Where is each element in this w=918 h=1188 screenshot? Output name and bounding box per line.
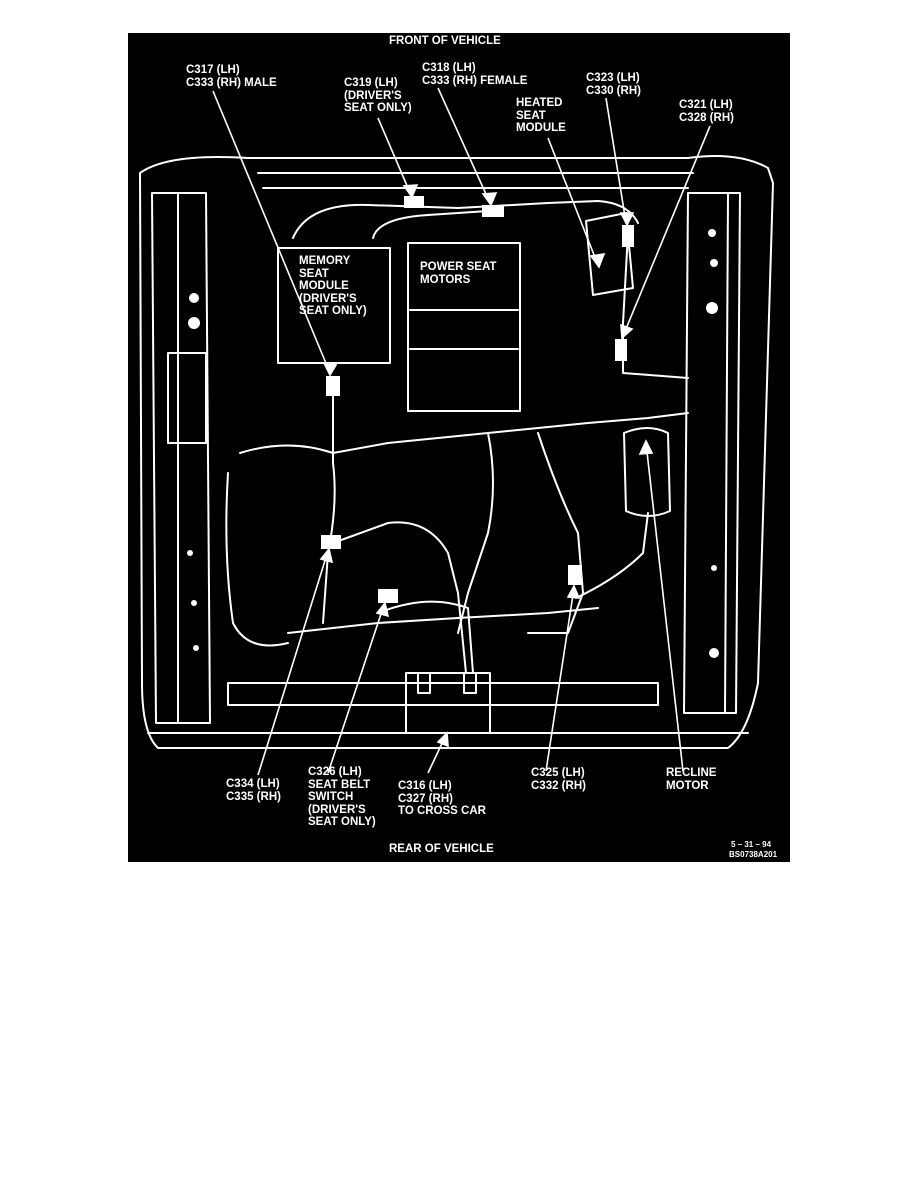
callout-c317: C317 (LH) C333 (RH) MALE (186, 64, 277, 89)
connector-c318 (482, 205, 504, 217)
seat-frame-outline (139, 154, 774, 749)
harness-right-drop (622, 232, 689, 379)
power-seat-motors-label: POWER SEAT MOTORS (420, 261, 497, 286)
seat-wiring-drawing (139, 87, 774, 776)
arrowhead-c319 (402, 184, 419, 199)
leader-c321 (622, 125, 711, 337)
left-rail-bolt-1 (189, 293, 199, 303)
arrowhead-c323 (619, 212, 635, 227)
connector-c323 (622, 225, 634, 247)
harness-upper-loop (372, 210, 489, 239)
leader-heated (547, 137, 599, 266)
figure-date: 5 – 31 – 94 (731, 840, 772, 849)
connector-c334 (321, 535, 341, 549)
right-rail-bolt-5 (709, 648, 719, 658)
arrowhead-c316 (436, 731, 449, 748)
leader-recline (645, 442, 684, 772)
callout-c326: C326 (LH) SEAT BELT SWITCH (DRIVER'S SEA… (308, 766, 376, 828)
callout-c321: C321 (LH) C328 (RH) (679, 99, 734, 124)
left-rail-slot (167, 352, 207, 444)
right-side-rail (683, 192, 741, 714)
leader-c325 (545, 587, 575, 772)
callout-c323: C323 (LH) C330 (RH) (586, 72, 641, 97)
arrowhead-c325 (566, 584, 581, 599)
arrowhead-heated (589, 252, 606, 269)
arrowhead-c334 (319, 547, 334, 564)
leader-c318 (437, 87, 491, 204)
right-rail-bolt-1 (708, 229, 716, 237)
right-rail-bolt-2 (710, 259, 718, 267)
leader-c317 (212, 90, 331, 374)
rear-of-vehicle-caption: REAR OF VEHICLE (389, 843, 494, 855)
callout-c334: C334 (LH) C335 (RH) (226, 778, 281, 803)
connector-c319 (404, 196, 424, 208)
memory-seat-module-shape (277, 247, 391, 364)
left-rail-bolt-3 (187, 550, 193, 556)
harness-center (239, 412, 689, 454)
harness-mid (332, 521, 467, 674)
arrowhead-c317 (322, 361, 338, 377)
harness-recline (575, 512, 649, 599)
power-seat-motors-shape (407, 242, 521, 412)
leader-c323 (605, 97, 627, 224)
left-rail-bolt-2 (188, 317, 200, 329)
leader-c326 (327, 604, 385, 774)
arrowhead-c318 (481, 192, 498, 207)
harness-mid-right (457, 432, 494, 634)
cross-car-connector-shape (405, 672, 491, 734)
leader-c334 (257, 550, 329, 776)
harness-bottom (287, 607, 599, 634)
arrowhead-c321 (620, 323, 634, 340)
wiring-diagram-panel: FRONT OF VEHICLE C317 (LH) C333 (RH) MAL… (128, 33, 790, 862)
left-rail-bolt-4 (191, 600, 197, 606)
figure-code: BS0738A201 (729, 850, 778, 859)
callout-c316: C316 (LH) C327 (RH) TO CROSS CAR (398, 780, 486, 817)
connector-c317 (326, 376, 340, 396)
arrowhead-recline (638, 439, 654, 455)
right-rail-bolt-4 (711, 565, 717, 571)
connector-c326 (378, 589, 398, 603)
memory-seat-module-label: MEMORY SEAT MODULE (DRIVER'S SEAT ONLY) (299, 255, 367, 317)
harness-low (377, 600, 474, 674)
callout-c319: C319 (LH) (DRIVER'S SEAT ONLY) (344, 77, 412, 114)
rear-cross-bar (227, 682, 659, 706)
leader-c319 (377, 117, 412, 196)
callout-c318: C318 (LH) C333 (RH) FEMALE (422, 62, 528, 87)
harness-right-loop (527, 432, 584, 634)
callout-c325: C325 (LH) C332 (RH) (531, 767, 586, 792)
harness-mid-left (322, 392, 336, 624)
connector-c325 (568, 565, 582, 585)
recline-motor-shape (623, 427, 671, 517)
heated-seat-module-shape (585, 212, 634, 296)
left-side-rail (151, 192, 211, 724)
front-ledge (257, 172, 694, 189)
front-of-vehicle-caption: FRONT OF VEHICLE (389, 35, 501, 47)
harness-left-loop (225, 472, 289, 647)
left-rail-bolt-5 (193, 645, 199, 651)
callout-recline-motor: RECLINE MOTOR (666, 767, 717, 792)
connector-c321 (615, 339, 627, 361)
right-rail-bolt-3 (706, 302, 718, 314)
callout-heated-seat-module: HEATED SEAT MODULE (516, 97, 566, 134)
arrowhead-c326 (375, 601, 390, 618)
